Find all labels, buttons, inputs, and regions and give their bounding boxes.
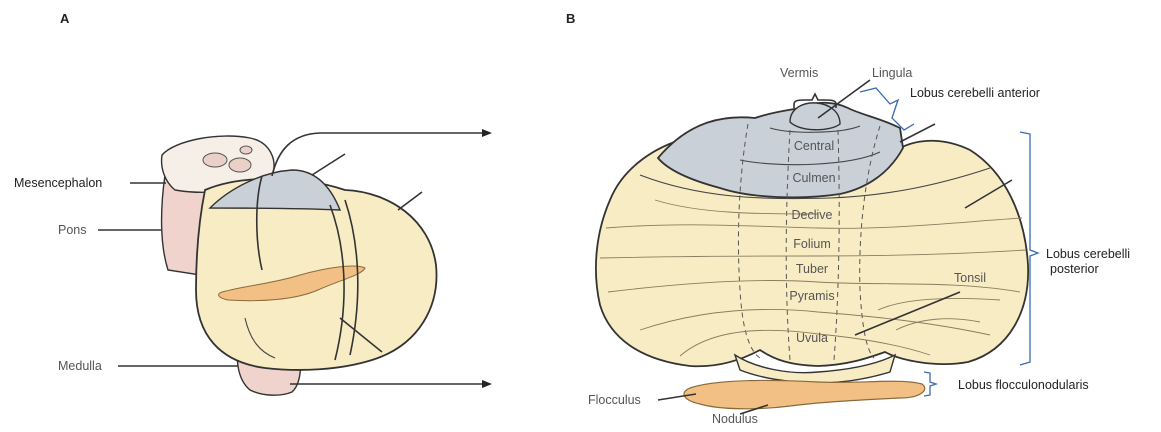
folium-label: Folium	[793, 237, 831, 251]
leader-line	[900, 124, 935, 142]
panel-label-a: A	[60, 11, 70, 26]
declive-label: Declive	[792, 208, 833, 222]
upper-arrow-curve	[272, 133, 482, 176]
pons-label: Pons	[58, 223, 87, 237]
panel-label-b: B	[566, 11, 575, 26]
tonsil-label: Tonsil	[954, 271, 986, 285]
lingula-label: Lingula	[872, 66, 912, 80]
uvula-label: Uvula	[796, 331, 828, 345]
lobus-posterior-label-2: posterior	[1050, 262, 1099, 276]
mesencephalon-nucleus	[203, 153, 227, 167]
mesencephalon-nucleus	[240, 146, 252, 154]
leader-line	[398, 192, 422, 210]
figure-a-lateral-view: Mesencephalon Pons Medulla	[14, 129, 492, 395]
lobus-anterior-label: Lobus cerebelli anterior	[910, 86, 1040, 100]
upper-arrow-head	[482, 129, 492, 137]
medulla-label: Medulla	[58, 359, 102, 373]
lobus-posterior-label-1: Lobus cerebelli	[1046, 247, 1130, 261]
culmen-label: Culmen	[792, 171, 835, 185]
nodulus-label: Nodulus	[712, 412, 758, 426]
flocculonodular-b	[684, 380, 925, 408]
flocculus-label: Flocculus	[588, 393, 641, 407]
central-label: Central	[794, 139, 834, 153]
lobus-flocculonodularis-label: Lobus flocculonodularis	[958, 378, 1089, 392]
mesencephalon-nucleus	[229, 158, 251, 172]
flocculonodular-brace	[924, 372, 936, 396]
mesencephalon-label: Mesencephalon	[14, 176, 102, 190]
vermis-label: Vermis	[780, 66, 818, 80]
lower-arrow-head	[482, 380, 492, 388]
figure-b-unfolded-view: Central Culmen Declive Folium Tuber Pyra…	[588, 66, 1130, 426]
tuber-label: Tuber	[796, 262, 828, 276]
pyramis-label: Pyramis	[789, 289, 834, 303]
leader-line	[312, 154, 345, 175]
